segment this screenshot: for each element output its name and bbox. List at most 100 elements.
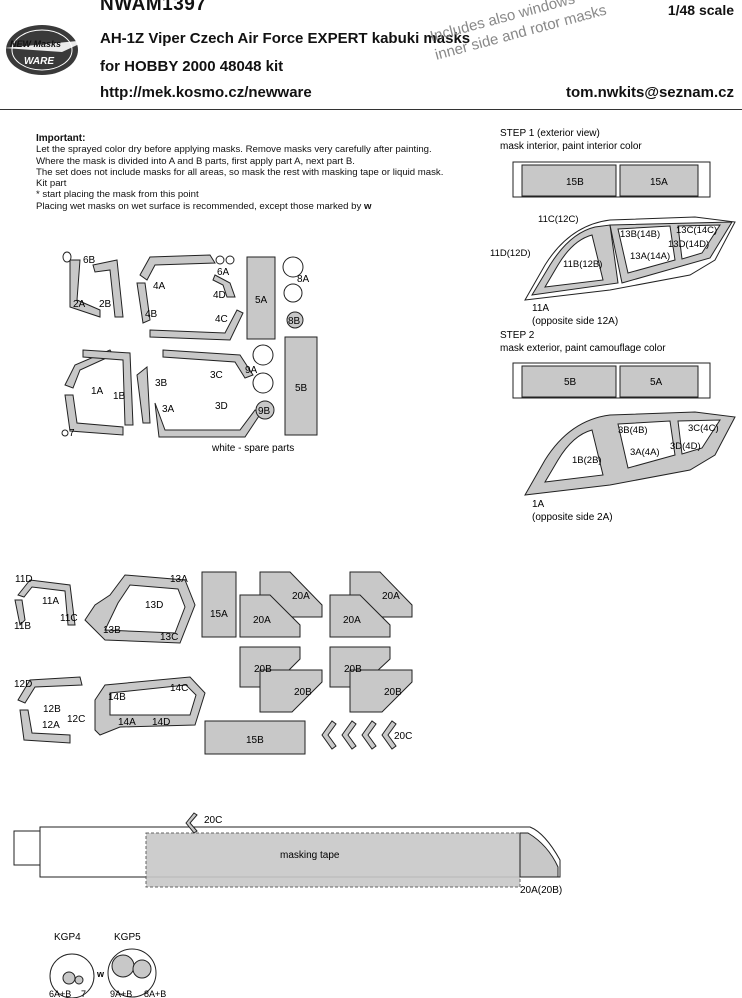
label-3b: 3B — [155, 378, 168, 389]
mask-9a-outer — [252, 344, 274, 366]
label-20b-1: 20B — [254, 664, 272, 675]
email-link[interactable]: tom.nwkits@seznam.cz — [565, 84, 734, 101]
mask-11a — [17, 579, 76, 626]
label-14d: 14D — [152, 717, 170, 728]
label-11b: 11B(12B) — [563, 259, 602, 270]
label-4c: 4C — [215, 314, 228, 325]
label-15a: 15A — [210, 609, 228, 620]
label-3a: 3A(4A) — [630, 447, 660, 458]
wet-marker-icon: w — [96, 969, 105, 979]
label-20a-20b: 20A(20B) — [520, 885, 562, 896]
logo-bottom-text: WARE — [24, 56, 54, 67]
canopy-window-mid — [617, 225, 676, 274]
important-notes: Important: Let the sprayed color dry bef… — [36, 133, 496, 212]
label-4a: 4A — [153, 281, 166, 292]
website-link[interactable]: http://mek.kosmo.cz/newware — [100, 84, 312, 101]
step2-subtitle: mask exterior, paint camouflage color — [500, 343, 666, 354]
label-8ab: 8A+B — [144, 989, 166, 998]
label-11a-note: (opposite side 12A) — [532, 316, 618, 327]
label-3a: 3A — [162, 404, 175, 415]
label-1a: 1A — [532, 499, 545, 510]
label-4b: 4B — [145, 309, 158, 320]
label-2b: 2B — [99, 299, 112, 310]
label-20c: 20C — [394, 731, 412, 742]
label-15a: 15A — [650, 177, 668, 188]
label-20b-4: 20B — [384, 687, 402, 698]
note-line: Let the sprayed color dry before applyin… — [36, 144, 432, 156]
product-title: AH-1Z Viper Czech Air Force EXPERT kabuk… — [100, 30, 471, 47]
logo-top-text: NEW Masks — [10, 39, 61, 49]
steps-diagram: STEP 1 (exterior view) mask interior, pa… — [490, 128, 736, 523]
label-13c: 13C — [160, 632, 178, 643]
label-1b: 1B(2B) — [572, 455, 602, 466]
mask-8a-ring — [283, 283, 303, 303]
mask-5a — [246, 256, 276, 340]
canopy-window-front — [544, 234, 604, 288]
kit-info: for HOBBY 2000 48048 kit — [100, 58, 284, 75]
mask-20c-2 — [341, 720, 357, 750]
mask-8b — [286, 311, 304, 329]
label-13b: 13B — [103, 625, 121, 636]
label-9b: 9B — [258, 406, 271, 417]
mask-2a — [69, 259, 101, 318]
mask-15b — [204, 720, 306, 755]
label-14c: 14C — [170, 683, 188, 694]
mask-7-on-kit — [74, 975, 84, 985]
mask-4b — [136, 282, 151, 324]
label-kgp5: KGP5 — [114, 932, 141, 943]
mask-20a-2 — [239, 594, 301, 638]
label-13c: 13C(14C) — [676, 225, 717, 236]
mask-9b — [255, 400, 275, 420]
note-line: The set does not include masks for all a… — [36, 166, 444, 178]
label-3b: 3B(4B) — [618, 425, 648, 436]
mask-20c-4 — [381, 720, 397, 750]
note-line: Placing wet masks on wet surface is reco… — [36, 200, 372, 212]
label-5a: 5A — [650, 377, 663, 388]
label-6a: 6A — [217, 267, 230, 278]
label-20a-2: 20A — [253, 615, 271, 626]
label-12c: 12C — [67, 714, 85, 725]
label-14b: 14B — [108, 692, 126, 703]
label-7: 7 — [69, 428, 75, 439]
label-11b: 11B — [14, 621, 31, 632]
product-code: NWAM1397 — [100, 0, 207, 15]
step2-title: STEP 2 — [500, 330, 535, 341]
label-13d: 13D(14D) — [668, 239, 709, 250]
label-15b: 15B — [566, 177, 584, 188]
mask-11b — [14, 599, 26, 627]
mask-20a-4 — [329, 594, 391, 638]
label-5b: 5B — [564, 377, 577, 388]
mask-8ab-on-kit — [132, 959, 152, 979]
label-1b: 1B — [113, 391, 126, 402]
mask-6a-circle — [215, 255, 225, 265]
label-12b: 12B — [43, 704, 61, 715]
mask-sheet-2: 11D 11A 11C 11B 13A 13D 13B 13C 15A 20A … — [14, 571, 413, 755]
mask-20a-tip — [519, 832, 559, 878]
label-11d: 11D — [15, 574, 33, 585]
note-line: Where the mask is divided into A and B p… — [36, 155, 355, 167]
label-6b: 6B — [83, 255, 96, 266]
mask-20b-4 — [349, 669, 413, 713]
mask-12a — [17, 676, 83, 704]
rotor-hub — [13, 830, 41, 866]
mask-4d — [212, 274, 236, 298]
label-11c: 11C — [60, 613, 78, 624]
canopy2-window-mid — [617, 420, 676, 469]
mask-12b — [19, 709, 71, 744]
label-3d: 3D(4D) — [670, 441, 701, 452]
label-8b: 8B — [288, 316, 301, 327]
label-masking-tape: masking tape — [280, 850, 340, 861]
label-6ab: 6A+B — [49, 989, 71, 998]
mask-4a-top — [139, 254, 216, 281]
label-7: 7 — [81, 989, 86, 998]
label-11d: 11D(12D) — [490, 248, 530, 259]
mask-3c — [162, 349, 254, 379]
mask-7-circle — [61, 429, 69, 437]
label-9ab: 9A+B — [110, 989, 132, 998]
mask-13-group — [84, 574, 196, 644]
mask-14-group — [94, 676, 206, 736]
mask-20c-1 — [321, 720, 337, 750]
step1-title: STEP 1 (exterior view) — [500, 128, 600, 139]
mask-4c — [149, 309, 244, 341]
label-20b-3: 20B — [344, 664, 362, 675]
